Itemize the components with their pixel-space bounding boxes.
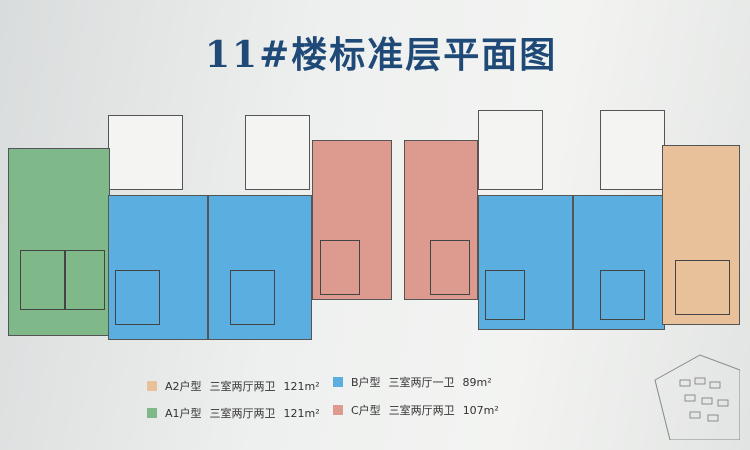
room bbox=[65, 250, 105, 310]
stair-core bbox=[245, 115, 310, 190]
stair-core bbox=[600, 110, 665, 190]
room bbox=[430, 240, 470, 295]
legend-swatch bbox=[333, 377, 343, 387]
legend-unit: B户型 bbox=[351, 376, 381, 389]
site-plan-thumbnail bbox=[654, 354, 740, 440]
legend-b: B户型 三室两厅一卫 89m² bbox=[333, 374, 492, 390]
room bbox=[485, 270, 525, 320]
unit-b bbox=[478, 195, 573, 330]
stair-core bbox=[108, 115, 183, 190]
room bbox=[230, 270, 275, 325]
unit-b bbox=[108, 195, 208, 340]
legend-unit: A1户型 bbox=[165, 407, 202, 420]
legend-layout: 三室两厅两卫 bbox=[388, 404, 455, 417]
legend-c: C户型 三室两厅两卫 107m² bbox=[333, 402, 499, 418]
stair-core bbox=[478, 110, 543, 190]
legend-area: 89m² bbox=[462, 375, 492, 389]
legend-layout: 三室两厅两卫 bbox=[209, 380, 276, 393]
room bbox=[600, 270, 645, 320]
unit-c bbox=[312, 140, 392, 300]
room bbox=[20, 250, 65, 310]
legend-layout: 三室两厅两卫 bbox=[209, 407, 276, 420]
room bbox=[675, 260, 730, 315]
unit-a1 bbox=[8, 148, 110, 336]
page-title: 11#楼标准层平面图 bbox=[205, 34, 558, 76]
room bbox=[115, 270, 160, 325]
unit-c bbox=[404, 140, 478, 300]
room bbox=[320, 240, 360, 295]
legend-swatch bbox=[333, 405, 343, 415]
legend-a1: A1户型 三室两厅两卫 121m² bbox=[147, 405, 320, 421]
unit-b bbox=[208, 195, 312, 340]
legend-unit: A2户型 bbox=[165, 380, 202, 393]
legend-layout: 三室两厅一卫 bbox=[388, 376, 455, 389]
legend-swatch bbox=[147, 408, 157, 418]
legend-area: 121m² bbox=[283, 406, 320, 420]
legend-swatch bbox=[147, 381, 157, 391]
legend-area: 121m² bbox=[283, 379, 320, 393]
legend-area: 107m² bbox=[462, 403, 499, 417]
legend-a2: A2户型 三室两厅两卫 121m² bbox=[147, 378, 320, 394]
legend-unit: C户型 bbox=[351, 404, 381, 417]
